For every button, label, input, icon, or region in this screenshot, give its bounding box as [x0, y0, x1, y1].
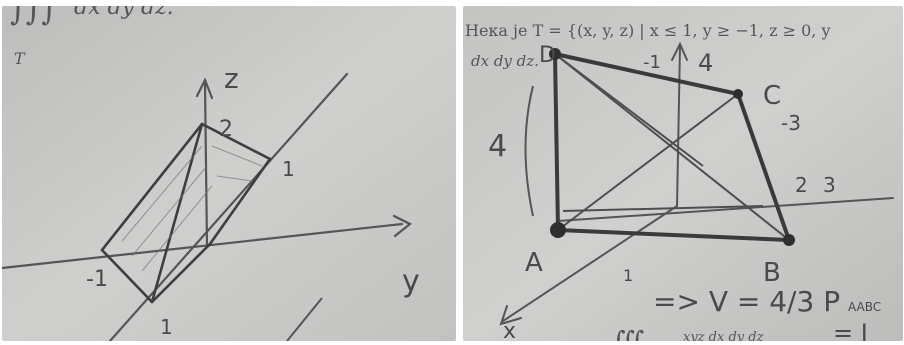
left-photo: ∫∫∫ dx dy dz. T z y — [2, 6, 456, 341]
edge-DC — [553, 52, 740, 96]
printed-differential: dx dy dz. — [471, 52, 539, 70]
edge — [200, 122, 272, 161]
edge — [150, 122, 204, 304]
x-axis-label: x — [503, 319, 516, 341]
edge-DA — [553, 52, 560, 232]
tetrahedron — [100, 122, 272, 304]
edge-AB — [556, 228, 791, 242]
edge-CB — [736, 92, 791, 242]
top-dash-label: -1 — [643, 52, 661, 73]
z-axis-arrow — [671, 41, 688, 61]
vertex-label-B: B — [763, 258, 781, 288]
vertex-C — [733, 89, 743, 99]
paper-background — [2, 6, 456, 341]
right-photo: Нека je T = {(x, y, z) | x ≤ 1, y ≥ −1, … — [463, 6, 903, 341]
edge — [100, 122, 204, 252]
minus-three-label: -3 — [781, 111, 801, 135]
bottom-integrand: xyz dx dy dz — [683, 330, 764, 341]
edge — [150, 242, 212, 304]
z-intercept-label: 2 — [219, 117, 233, 142]
volume-formula: => V = 4/3 P — [653, 285, 840, 318]
vertex-label-A: A — [525, 248, 543, 278]
y-intercept-label: 1 — [282, 157, 295, 181]
z-axis-label: z — [224, 62, 239, 95]
value-two-label: 2 — [795, 173, 808, 197]
negative-intercept-label: -1 — [86, 267, 108, 292]
y-axis-arrow — [392, 214, 413, 238]
equals-I: = I — [833, 319, 868, 341]
vertex-B — [783, 234, 795, 246]
x-axis — [502, 205, 678, 322]
value-one-label: 1 — [623, 266, 633, 285]
printed-differential: dx dy dz. — [74, 6, 174, 20]
bottom-integral-sign: ∭ — [611, 325, 644, 341]
vertex-D — [549, 48, 561, 60]
vertex-label-C: C — [763, 81, 781, 111]
vertex-A — [550, 222, 566, 238]
vertices — [549, 48, 795, 246]
vertex-label-D: D — [539, 43, 556, 68]
printed-problem-text: Нека je T = {(x, y, z) | x ≤ 1, y ≥ −1, … — [465, 21, 830, 40]
x-intercept-label: 1 — [160, 315, 173, 339]
value-three-label: 3 — [823, 173, 836, 197]
axes — [2, 72, 413, 341]
edge — [208, 157, 272, 246]
height-label: 4 — [488, 129, 507, 164]
edge — [100, 248, 154, 304]
y-axis — [557, 197, 894, 222]
left-sketch: ∫∫∫ dx dy dz. T z y — [2, 6, 456, 341]
x-axis-arrow — [499, 305, 522, 326]
stray-pencil-mark — [286, 297, 323, 341]
shading — [121, 145, 263, 272]
paper-background — [463, 6, 903, 341]
axes — [499, 41, 894, 326]
z-axis — [676, 45, 681, 207]
right-sketch: Нека je T = {(x, y, z) | x ≤ 1, y ≥ −1, … — [463, 6, 903, 341]
z-axis-arrow — [195, 77, 214, 100]
y-axis — [2, 222, 404, 270]
prism — [553, 52, 791, 242]
volume-subscript: AABC — [848, 300, 881, 314]
y-axis-label: y — [402, 264, 420, 299]
triple-integral-sign: ∫∫∫ — [10, 6, 57, 28]
prism-diagonals — [554, 53, 790, 241]
integral-subscript: T — [14, 49, 26, 68]
top-value-label: 4 — [698, 49, 713, 77]
z-axis — [203, 82, 209, 248]
height-brace — [524, 85, 534, 217]
x-axis — [108, 72, 349, 341]
